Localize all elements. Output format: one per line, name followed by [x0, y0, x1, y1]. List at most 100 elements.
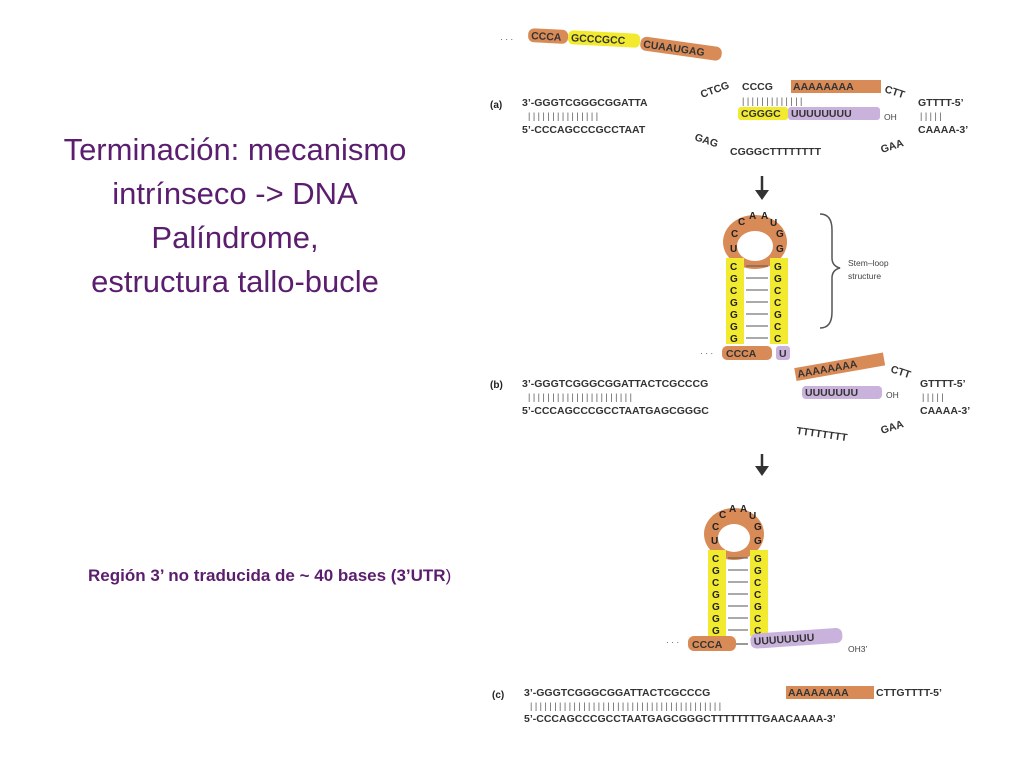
panel-b: (b) 3’-GGGTCGGGCGGATTACTCGCCCG AAAAAAAA … [490, 352, 970, 444]
panel-b-rna-purple: UUUUUUU [805, 387, 858, 399]
svg-text:C: C [712, 522, 719, 533]
panel-a-bonds-right: | | | | | [920, 111, 942, 121]
panel-c-top-right: CTTGTTTT-5’ [876, 687, 942, 699]
stem-loop-label-1: Stem–loop [848, 258, 889, 268]
stem-loop-c-left-stem-bg [708, 550, 726, 636]
svg-text:U: U [730, 244, 737, 255]
panel-b-top-right-bulge: CTT [889, 363, 913, 381]
title-line-3: Palíndrome, [151, 220, 319, 255]
arrow-b-to-c [755, 454, 769, 476]
panel-a-rna-upstream-2: CUAAUGAG [640, 36, 722, 61]
panel-a-rna-yellow-bg [738, 107, 788, 120]
stem-loop-b-tail-u: U [779, 348, 787, 360]
svg-text:G: G [730, 310, 738, 321]
svg-text:G: G [712, 614, 720, 625]
panel-a: CCCA GCCCGCC CUAAUGAG · · · (a) 3’-GGGTC… [490, 28, 968, 158]
stem-loop-b-right-stem-bg [770, 258, 788, 344]
svg-text:C: C [774, 334, 781, 345]
svg-text:A: A [740, 504, 747, 515]
stem-loop-c-tail-purple-bg [750, 627, 843, 649]
rna-upstream-orange2-bg [640, 36, 722, 61]
panel-a-rna-oh: OH [884, 112, 897, 122]
svg-text:G: G [774, 310, 782, 321]
panel-a-bottom-bulge: GAG [693, 131, 719, 150]
svg-text:G: G [730, 274, 738, 285]
svg-text:U: U [770, 218, 777, 229]
panel-c-top-left: 3’-GGGTCGGGCGGATTACTCGCCCG [524, 687, 710, 699]
panel-b-bonds-left: | | | | | | | | | | | | | | | | | | | | … [528, 392, 632, 402]
stem-loop-c-dots: · · · [666, 637, 679, 647]
svg-text:C: C [730, 262, 737, 273]
svg-text:A: A [749, 211, 756, 222]
stem-loop-c-tail-orange: CCCA [692, 639, 723, 651]
panel-a-label: (a) [490, 100, 502, 111]
stem-loop-b-left-stem-bg [726, 258, 744, 344]
panel-a-rna-upstream: CCCA GCCCGCC [528, 28, 641, 48]
stem-loop-c-pair-lines [728, 557, 748, 631]
termination-figure: CCCA GCCCGCC CUAAUGAG · · · (a) 3’-GGGTC… [490, 28, 970, 725]
stem-loop-c-tail-orange-bg [688, 636, 736, 651]
stem-loop-c-tail-oh: OH3’ [848, 644, 867, 654]
rna-upstream-orange1: CCCA [531, 30, 562, 44]
slide-title: Terminación: mecanismo intrínseco -> DNA… [30, 128, 440, 304]
stem-loop-label-2: structure [848, 271, 881, 281]
svg-text:G: G [754, 602, 762, 613]
svg-text:C: C [774, 322, 781, 333]
utr-note: Región 3’ no traducida de ~ 40 bases (3’… [88, 566, 451, 586]
panel-b-bonds-right: | | | | | [922, 392, 944, 402]
utr-note-paren: ) [445, 566, 452, 585]
panel-a-top-orange: AAAAAAAA [793, 81, 854, 93]
panel-a-rna-purple-bg [788, 107, 880, 120]
svg-text:G: G [754, 566, 762, 577]
svg-text:G: G [712, 602, 720, 613]
panel-a-bottom-middle: CGGGCTTTTTTTT [730, 146, 822, 158]
stem-loop-b-pair-lines [746, 265, 768, 339]
svg-text:G: G [754, 522, 762, 533]
stem-loop-b-dots: · · · [700, 348, 713, 358]
stem-loop-c-tail-purple: UUUUUUUU [753, 632, 814, 648]
svg-text:C: C [754, 626, 761, 637]
svg-text:G: G [776, 229, 784, 240]
svg-text:U: U [749, 511, 756, 522]
title-line-2: intrínseco -> DNA [112, 176, 358, 211]
stem-loop-c-loop-bases: U C C A A U G G [711, 504, 762, 547]
panel-b-top-left: 3’-GGGTCGGGCGGATTACTCGCCCG [522, 378, 708, 390]
panel-a-bottom-end: CAAAA-3’ [918, 124, 968, 136]
svg-text:A: A [729, 504, 736, 515]
panel-a-top-right-bulge: CTT [883, 83, 907, 101]
panel-b-bottom-end: CAAAA-3’ [920, 405, 970, 417]
rna-upstream-orange1-bg [528, 28, 569, 44]
utr-note-text: Región 3’ no traducida de ~ 40 bases (3’… [88, 566, 446, 585]
svg-text:G: G [712, 566, 720, 577]
svg-text:C: C [738, 217, 745, 228]
svg-text:G: G [776, 244, 784, 255]
stem-loop-c-right-stem: GGC CGCC [754, 554, 762, 637]
svg-text:C: C [754, 590, 761, 601]
svg-text:C: C [774, 298, 781, 309]
panel-a-top-end: GTTTT-5’ [918, 97, 964, 109]
svg-text:G: G [730, 334, 738, 345]
svg-text:C: C [712, 578, 719, 589]
stem-loop-b-tail: CCCA [726, 348, 757, 360]
stem-loop-c-right-stem-bg [750, 550, 768, 636]
svg-text:C: C [730, 286, 737, 297]
panel-c-top-orange: AAAAAAAA [788, 687, 849, 699]
svg-text:G: G [754, 554, 762, 565]
svg-text:U: U [711, 536, 718, 547]
panel-a-rna-yellow: CGGGC [741, 108, 781, 120]
upstream-dots: · · · [500, 34, 513, 44]
panel-b-top-end: GTTTT-5’ [920, 378, 966, 390]
svg-text:G: G [712, 590, 720, 601]
svg-text:C: C [731, 229, 738, 240]
panel-a-top-orange-bg [791, 80, 881, 93]
panel-a-top-bulge: CTCG [699, 79, 731, 100]
svg-text:C: C [754, 578, 761, 589]
panel-b-bottom-left: 5’-CCCAGCCCGCCTAATGAGCGGGC [522, 405, 709, 417]
svg-text:C: C [719, 510, 726, 521]
stem-loop-b-right-stem: GGC CGCC [774, 262, 782, 345]
panel-b-bottom-right-bulge: GAA [879, 418, 905, 437]
